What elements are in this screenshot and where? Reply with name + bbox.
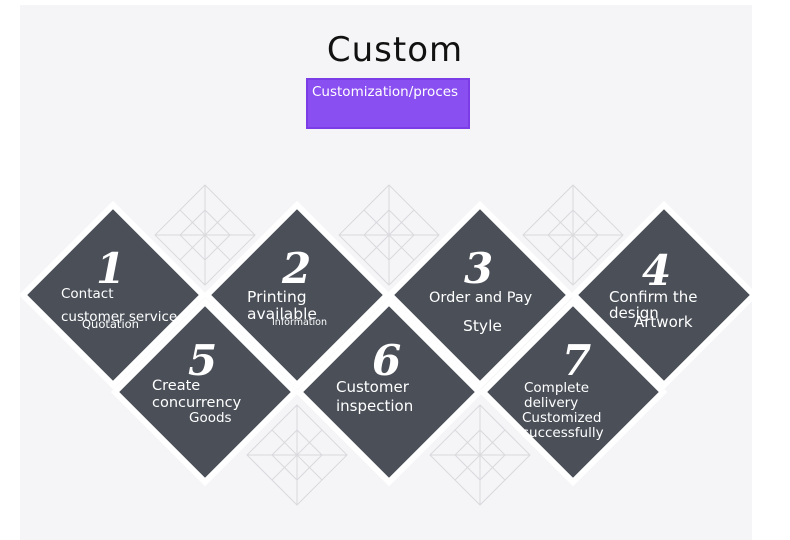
step-4-tile (569, 200, 759, 390)
step-1-line-1: Contact (61, 286, 114, 302)
step-7-number: 7 (562, 336, 592, 385)
step-2-number: 2 (282, 244, 312, 293)
step-1-line-3: Quotation (82, 317, 139, 331)
step-6-line-2: inspection (336, 397, 414, 415)
step-tiles (18, 200, 759, 487)
outline-diamond (522, 184, 624, 286)
outline-diamond (154, 184, 256, 286)
step-7-line-1: Complete (524, 380, 590, 396)
step-7-line-2: delivery (524, 395, 579, 411)
step-1-number: 1 (96, 244, 126, 293)
step-5-tile (110, 297, 300, 487)
step-4-line-3: Artwork (634, 313, 693, 331)
step-7-line-3: Customized (522, 410, 602, 426)
step-3-line-1: Order and Pay (429, 290, 533, 306)
step-7-line-4: successfully (522, 425, 604, 441)
step-5-number: 5 (188, 336, 218, 385)
subtitle-banner: Customization/proces (306, 78, 470, 129)
step-4-line-2: design (609, 304, 659, 322)
step-4-line-1: Confirm the (609, 288, 698, 306)
subtitle-text: Customization/proces (312, 84, 459, 100)
step-2-line-3: Information (272, 317, 327, 328)
outline-diamond (429, 404, 531, 506)
outline-diamonds (154, 184, 624, 506)
step-6-number: 6 (372, 336, 402, 385)
step-1-tile (18, 200, 208, 390)
page-title: Custom (326, 30, 464, 70)
step-1-line-2: customer service (61, 309, 178, 325)
step-3-tile (385, 200, 575, 390)
outline-diamond (338, 184, 440, 286)
outline-diamond (246, 404, 348, 506)
step-5-line-3: Goods (189, 410, 232, 426)
step-4-number: 4 (642, 246, 672, 295)
step-5-line-2: concurrency (152, 395, 242, 411)
step-3-number: 3 (464, 244, 494, 293)
step-6-line-1: Customer (336, 378, 409, 396)
step-3-line-2: Style (463, 317, 502, 335)
step-6-tile (294, 297, 484, 487)
step-7-tile (478, 297, 668, 487)
step-2-tile (202, 200, 392, 390)
step-2-line-2: available (247, 305, 317, 323)
step-5-line-1: Create (152, 378, 201, 394)
step-2-line-1: Printing (247, 288, 307, 306)
